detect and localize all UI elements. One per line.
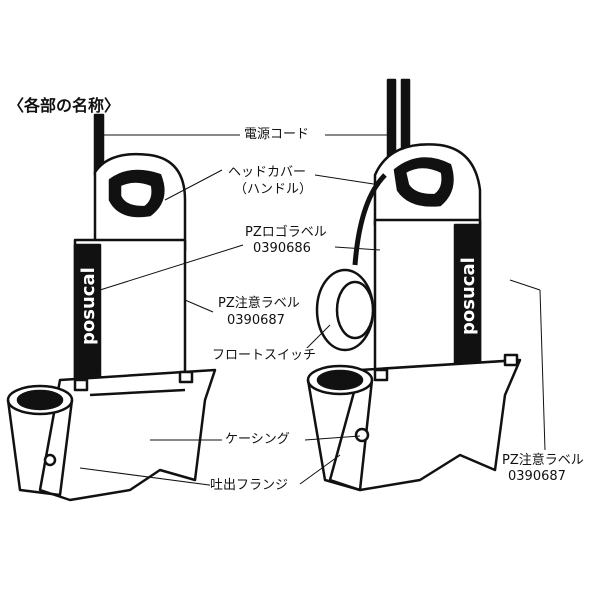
label-discharge-flange: 吐出フランジ [210,478,289,494]
label-power-cord: 電源コード [244,127,310,143]
label-caution-label-right: PZ注意ラベル [502,453,584,469]
label-caution-label: PZ注意ラベル [218,296,300,312]
left-logo: posucal [78,267,99,345]
right-power-cord [386,78,397,162]
label-casing: ケーシング [225,432,290,448]
label-logo-label-code: 0390686 [253,241,311,257]
label-head-cover-sub: （ハンドル） [234,182,313,198]
section-title: 〈各部の名称〉 [8,96,121,115]
label-float-switch: フロートスイッチ [212,348,317,364]
float-cord [352,173,387,266]
label-logo-label: PZロゴラベル [245,225,327,241]
svg-text:posucal: posucal [458,257,479,335]
leader-lines [79,134,546,489]
label-caution-label-right-code: 0390687 [508,469,566,485]
right-logo-strip [453,223,482,367]
left-casing [38,368,217,502]
right-pump: posucal [306,78,522,492]
label-head-cover: ヘッドカバー [228,165,307,181]
left-pump: posucal [6,113,217,502]
label-caution-label-code: 0390687 [227,313,285,329]
left-logo-strip [73,243,102,382]
